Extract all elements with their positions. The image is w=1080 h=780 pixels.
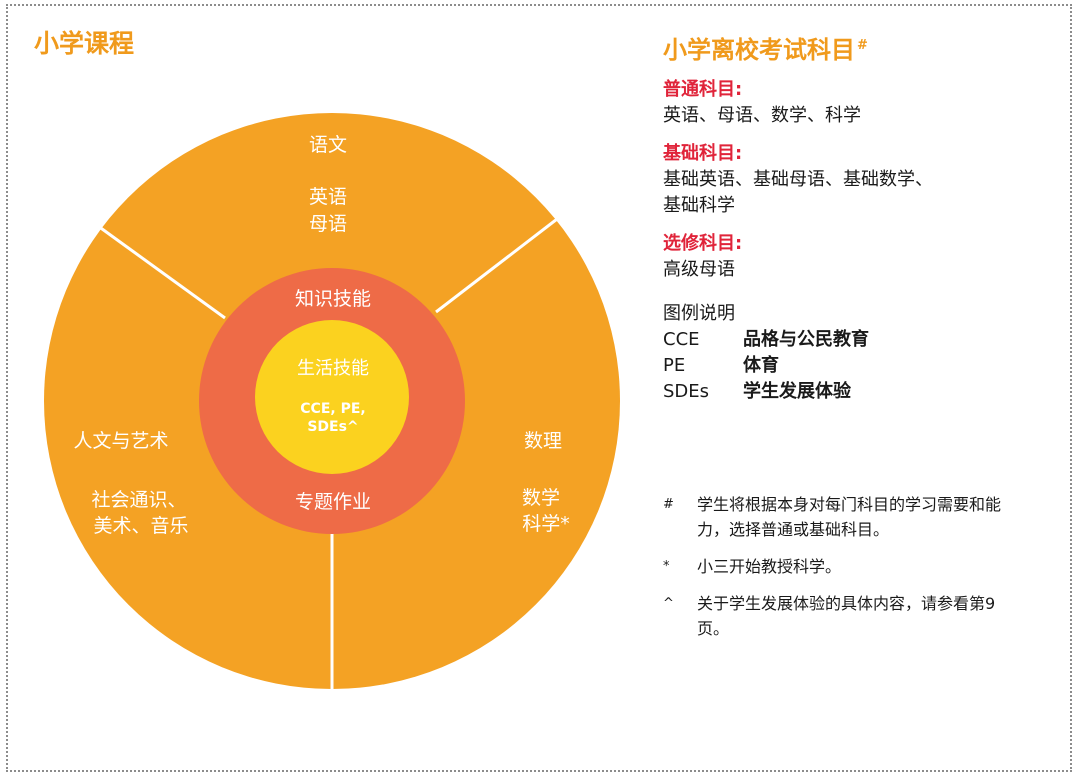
subject-group-elective: 选修科目: 高级母语 <box>663 231 1063 283</box>
subject-group-title: 选修科目: <box>663 233 743 254</box>
wheel-left-line2: 社会通识、 <box>91 489 186 511</box>
legend-abbr: SDEs <box>663 381 710 402</box>
legend-abbr: PE <box>663 355 686 376</box>
subject-group-line: 基础科学 <box>663 195 735 216</box>
middle-ring-bottom-label: 专题作业 <box>295 491 371 513</box>
curriculum-wheel-diagram: 语文 英语 母语 人文与艺术 社会通识、 美术、音乐 数理 数学 科学* 知识技… <box>44 113 620 689</box>
legend-abbr: CCE <box>663 329 700 350</box>
legend-row: SDEs 学生发展体验 <box>663 379 1063 405</box>
legend: 图例说明 CCE 品格与公民教育 PE 体育 SDEs 学生发展体验 <box>663 301 1063 405</box>
subject-group-title: 基础科目: <box>663 143 743 164</box>
footnote-text: 学生将根据本身对每门科目的学习需要和能力，选择普通或基础科目。 <box>697 495 1002 539</box>
footnote-item: * 小三开始教授科学。 <box>663 554 1063 579</box>
wheel-right-line3: 科学* <box>522 513 570 535</box>
footnotes: # 学生将根据本身对每门科目的学习需要和能力，选择普通或基础科目。 * 小三开始… <box>663 492 1063 653</box>
wheel-left-line3: 美术、音乐 <box>93 515 188 537</box>
footnote-symbol: * <box>663 559 670 574</box>
core-line1: 生活技能 <box>297 358 369 379</box>
legend-desc: 学生发展体验 <box>743 381 851 402</box>
legend-row: CCE 品格与公民教育 <box>663 327 1063 353</box>
footnote-text: 小三开始教授科学。 <box>697 557 842 576</box>
divider-top-right <box>435 214 562 314</box>
exam-subjects-title: 小学离校考试科目# <box>663 30 1063 65</box>
subject-group-standard: 普通科目: 英语、母语、数学、科学 <box>663 77 1063 129</box>
middle-ring-top-label: 知识技能 <box>295 288 371 310</box>
footnote-item: ^ 关于学生发展体验的具体内容，请参看第9页。 <box>663 591 1063 641</box>
divider-top-left <box>97 224 226 320</box>
subject-group-line: 基础英语、基础母语、基础数学、 <box>663 169 933 190</box>
inner-core <box>255 320 409 474</box>
wheel-left-line1: 人文与艺术 <box>73 430 168 452</box>
legend-desc: 体育 <box>743 355 779 376</box>
wheel-right-line1: 数理 <box>524 430 562 452</box>
footnote-symbol: ^ <box>663 596 674 611</box>
exam-subjects-panel: 小学离校考试科目# 普通科目: 英语、母语、数学、科学 基础科目: 基础英语、基… <box>663 30 1063 405</box>
exam-subjects-title-text: 小学离校考试科目 <box>663 36 855 64</box>
page-frame <box>6 4 1072 772</box>
subject-group-line: 英语、母语、数学、科学 <box>663 105 861 126</box>
curriculum-title: 小学课程 <box>34 29 135 58</box>
wheel-top-line3: 母语 <box>309 213 347 235</box>
subject-group-title: 普通科目: <box>663 79 743 100</box>
wheel-top-line1: 语文 <box>309 134 347 156</box>
core-line2: CCE, PE, <box>300 401 365 417</box>
core-line3: SDEs^ <box>307 419 358 435</box>
footnote-item: # 学生将根据本身对每门科目的学习需要和能力，选择普通或基础科目。 <box>663 492 1063 542</box>
footnote-text: 关于学生发展体验的具体内容，请参看第9页。 <box>697 594 996 638</box>
legend-title: 图例说明 <box>663 303 735 324</box>
subject-group-line: 高级母语 <box>663 259 735 280</box>
legend-desc: 品格与公民教育 <box>743 329 869 350</box>
exam-subjects-title-mark: # <box>857 38 868 53</box>
wheel-top-line2: 英语 <box>309 186 347 208</box>
wheel-right-line2: 数学 <box>522 487 560 509</box>
subject-group-foundation: 基础科目: 基础英语、基础母语、基础数学、 基础科学 <box>663 141 1063 219</box>
footnote-symbol: # <box>663 497 674 512</box>
legend-row: PE 体育 <box>663 353 1063 379</box>
